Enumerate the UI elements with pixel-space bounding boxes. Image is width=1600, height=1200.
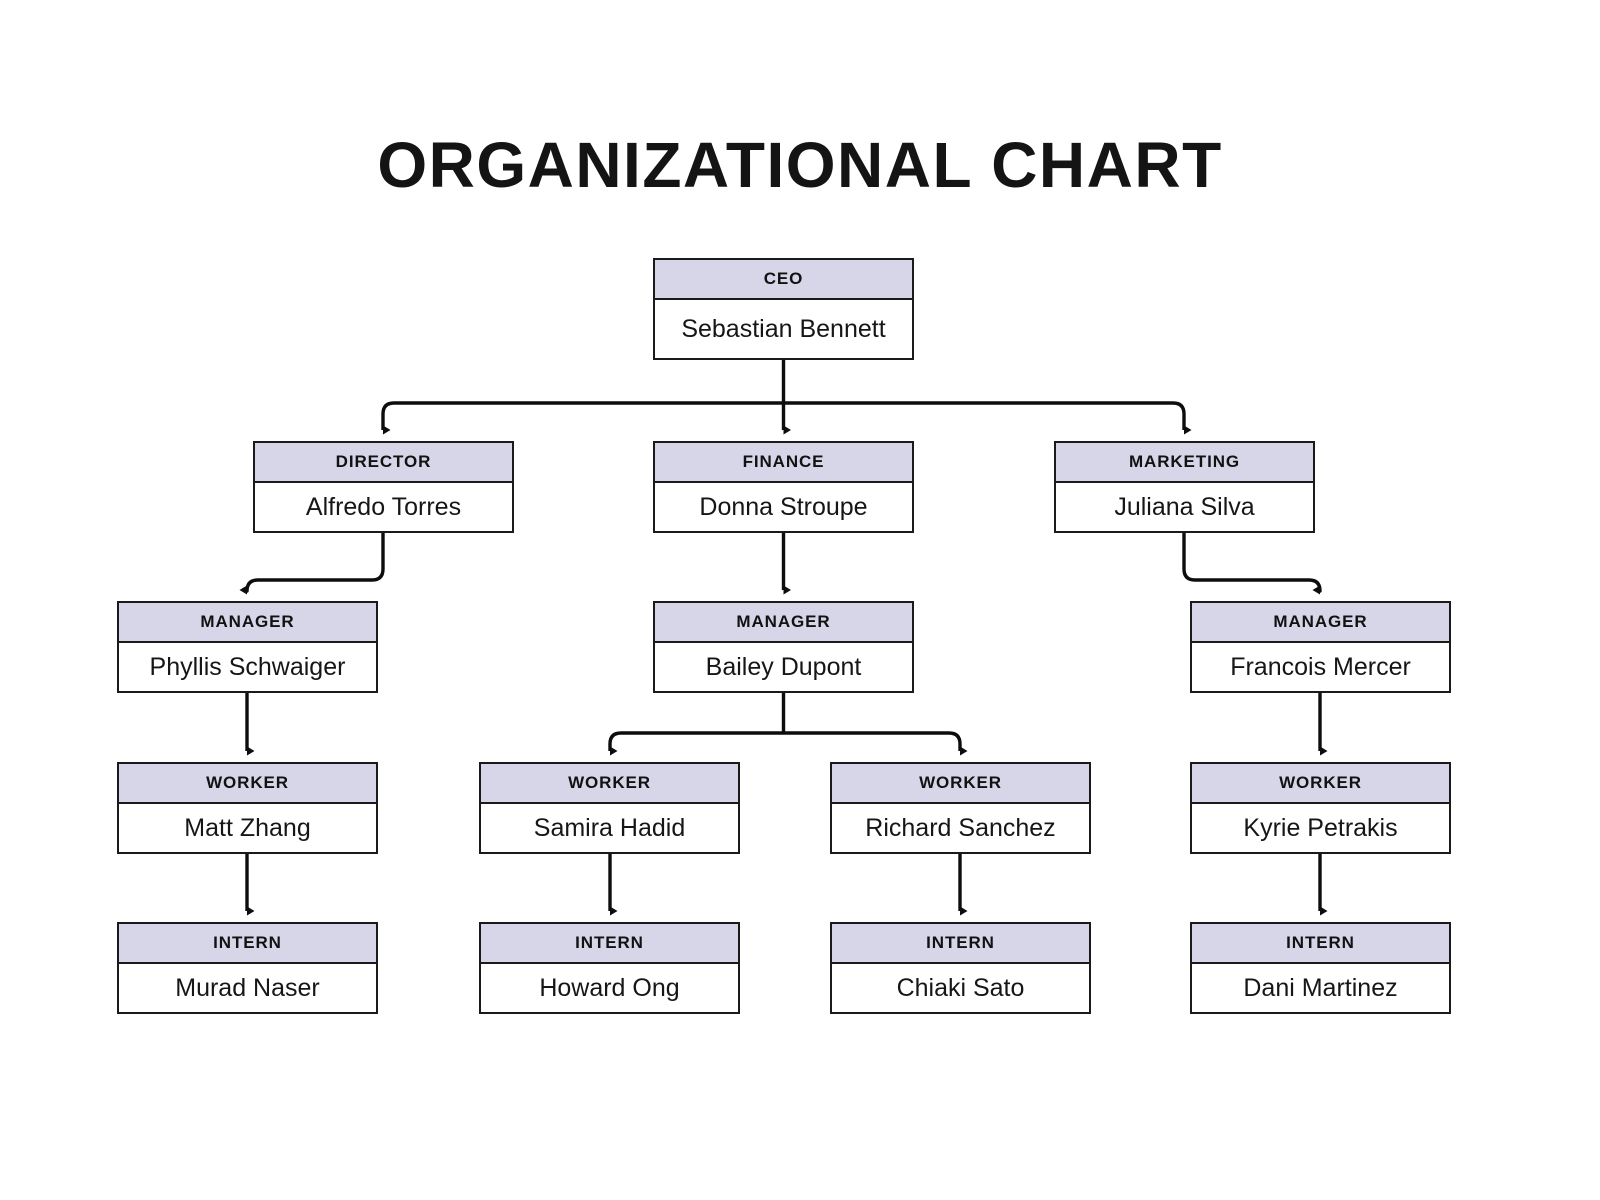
edge-ceo-marketing: [783, 401, 1192, 435]
node-role-label: WORKER: [832, 764, 1089, 804]
edge-ceo-director: [381, 401, 784, 435]
node-marketing[interactable]: MARKETING Juliana Silva: [1054, 441, 1315, 533]
node-ceo[interactable]: CEO Sebastian Bennett: [653, 258, 914, 360]
node-role-label: DIRECTOR: [255, 443, 512, 483]
node-person-name: Alfredo Torres: [305, 492, 462, 521]
node-person-name: Chiaki Sato: [896, 973, 1025, 1002]
node-intern-2[interactable]: INTERN Howard Ong: [479, 922, 740, 1014]
edge-mgr2-wrk3: [783, 731, 968, 756]
node-intern-3[interactable]: INTERN Chiaki Sato: [830, 922, 1091, 1014]
node-role-label: MANAGER: [655, 603, 912, 643]
node-role-label: MANAGER: [119, 603, 376, 643]
node-role-label: INTERN: [1192, 924, 1449, 964]
node-person-name: Kyrie Petrakis: [1243, 813, 1398, 842]
node-worker-2[interactable]: WORKER Samira Hadid: [479, 762, 740, 854]
node-finance[interactable]: FINANCE Donna Stroupe: [653, 441, 914, 533]
node-intern-4[interactable]: INTERN Dani Martinez: [1190, 922, 1451, 1014]
node-person-name: Samira Hadid: [533, 813, 686, 842]
node-person-name: Phyllis Schwaiger: [149, 652, 346, 681]
node-role-label: INTERN: [832, 924, 1089, 964]
node-role-label: WORKER: [481, 764, 738, 804]
edge-marketing-mgr3: [1182, 533, 1322, 595]
node-person-name: Matt Zhang: [184, 813, 311, 842]
node-manager-3[interactable]: MANAGER Francois Mercer: [1190, 601, 1451, 693]
node-intern-1[interactable]: INTERN Murad Naser: [117, 922, 378, 1014]
node-role-label: CEO: [655, 260, 912, 300]
node-worker-1[interactable]: WORKER Matt Zhang: [117, 762, 378, 854]
node-person-name: Juliana Silva: [1114, 492, 1255, 521]
node-role-label: FINANCE: [655, 443, 912, 483]
node-person-name: Donna Stroupe: [699, 492, 868, 521]
node-role-label: INTERN: [481, 924, 738, 964]
node-worker-3[interactable]: WORKER Richard Sanchez: [830, 762, 1091, 854]
node-role-label: INTERN: [119, 924, 376, 964]
node-manager-2[interactable]: MANAGER Bailey Dupont: [653, 601, 914, 693]
node-worker-4[interactable]: WORKER Kyrie Petrakis: [1190, 762, 1451, 854]
edge-mgr2-wrk2: [608, 731, 784, 756]
node-role-label: MANAGER: [1192, 603, 1449, 643]
node-role-label: WORKER: [1192, 764, 1449, 804]
node-person-name: Bailey Dupont: [705, 652, 862, 681]
node-director[interactable]: DIRECTOR Alfredo Torres: [253, 441, 514, 533]
node-person-name: Dani Martinez: [1243, 973, 1398, 1002]
node-person-name: Richard Sanchez: [865, 813, 1056, 842]
node-role-label: MARKETING: [1056, 443, 1313, 483]
edge-director-mgr1: [239, 533, 385, 595]
node-role-label: WORKER: [119, 764, 376, 804]
node-manager-1[interactable]: MANAGER Phyllis Schwaiger: [117, 601, 378, 693]
node-person-name: Howard Ong: [539, 973, 680, 1002]
node-person-name: Murad Naser: [175, 973, 320, 1002]
page-title: ORGANIZATIONAL CHART: [377, 129, 1223, 201]
node-person-name: Sebastian Bennett: [681, 314, 886, 343]
node-person-name: Francois Mercer: [1230, 652, 1411, 681]
